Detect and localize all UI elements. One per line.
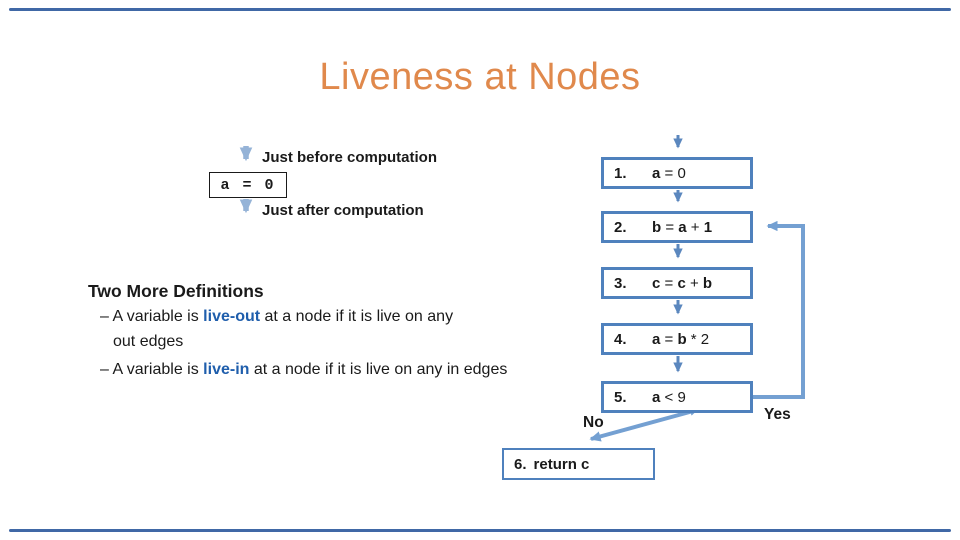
flow-node-6: 6. return c [502, 448, 655, 480]
before-computation-label: Just before computation [262, 149, 438, 166]
flow-node-4: 4. a = b * 2 [601, 323, 753, 355]
flow-node-1: 1. a = 0 [601, 157, 753, 189]
live-out-definition-cont: out edges [113, 333, 184, 350]
no-edge [589, 407, 699, 442]
node-number: 1. [614, 164, 627, 182]
node-expression: b = a + 1 [652, 218, 713, 236]
definitions-heading: Two More Definitions [88, 281, 264, 301]
statement-box: a = 0 [209, 172, 287, 198]
node-expression: a = b * 2 [652, 330, 710, 348]
top-accent-rule [9, 8, 951, 11]
bottom-accent-rule [9, 529, 951, 532]
node-number: 5. [614, 388, 627, 406]
live-in-definition: – A variable is live-in at a node if it … [100, 361, 508, 378]
node-expression: a = 0 [652, 164, 686, 182]
node-expression: c = c + b [652, 274, 713, 292]
slide-title: Liveness at Nodes [319, 56, 641, 98]
no-edge-label: No [583, 414, 604, 431]
flow-node-5: 5. a < 9 [601, 381, 753, 413]
after-computation-label: Just after computation [262, 202, 424, 219]
yes-loop-edge [753, 220, 805, 399]
node-number: 2. [614, 218, 627, 236]
node-expression: a < 9 [652, 388, 686, 406]
flow-node-2: 2. b = a + 1 [601, 211, 753, 243]
flow-node-3: 3. c = c + b [601, 267, 753, 299]
node-number: 6. [514, 455, 527, 473]
node-number: 4. [614, 330, 627, 348]
live-out-definition: – A variable is live-out at a node if it… [100, 308, 454, 325]
yes-edge-label: Yes [764, 406, 791, 423]
node-expression: return c [533, 455, 590, 473]
node-number: 3. [614, 274, 627, 292]
